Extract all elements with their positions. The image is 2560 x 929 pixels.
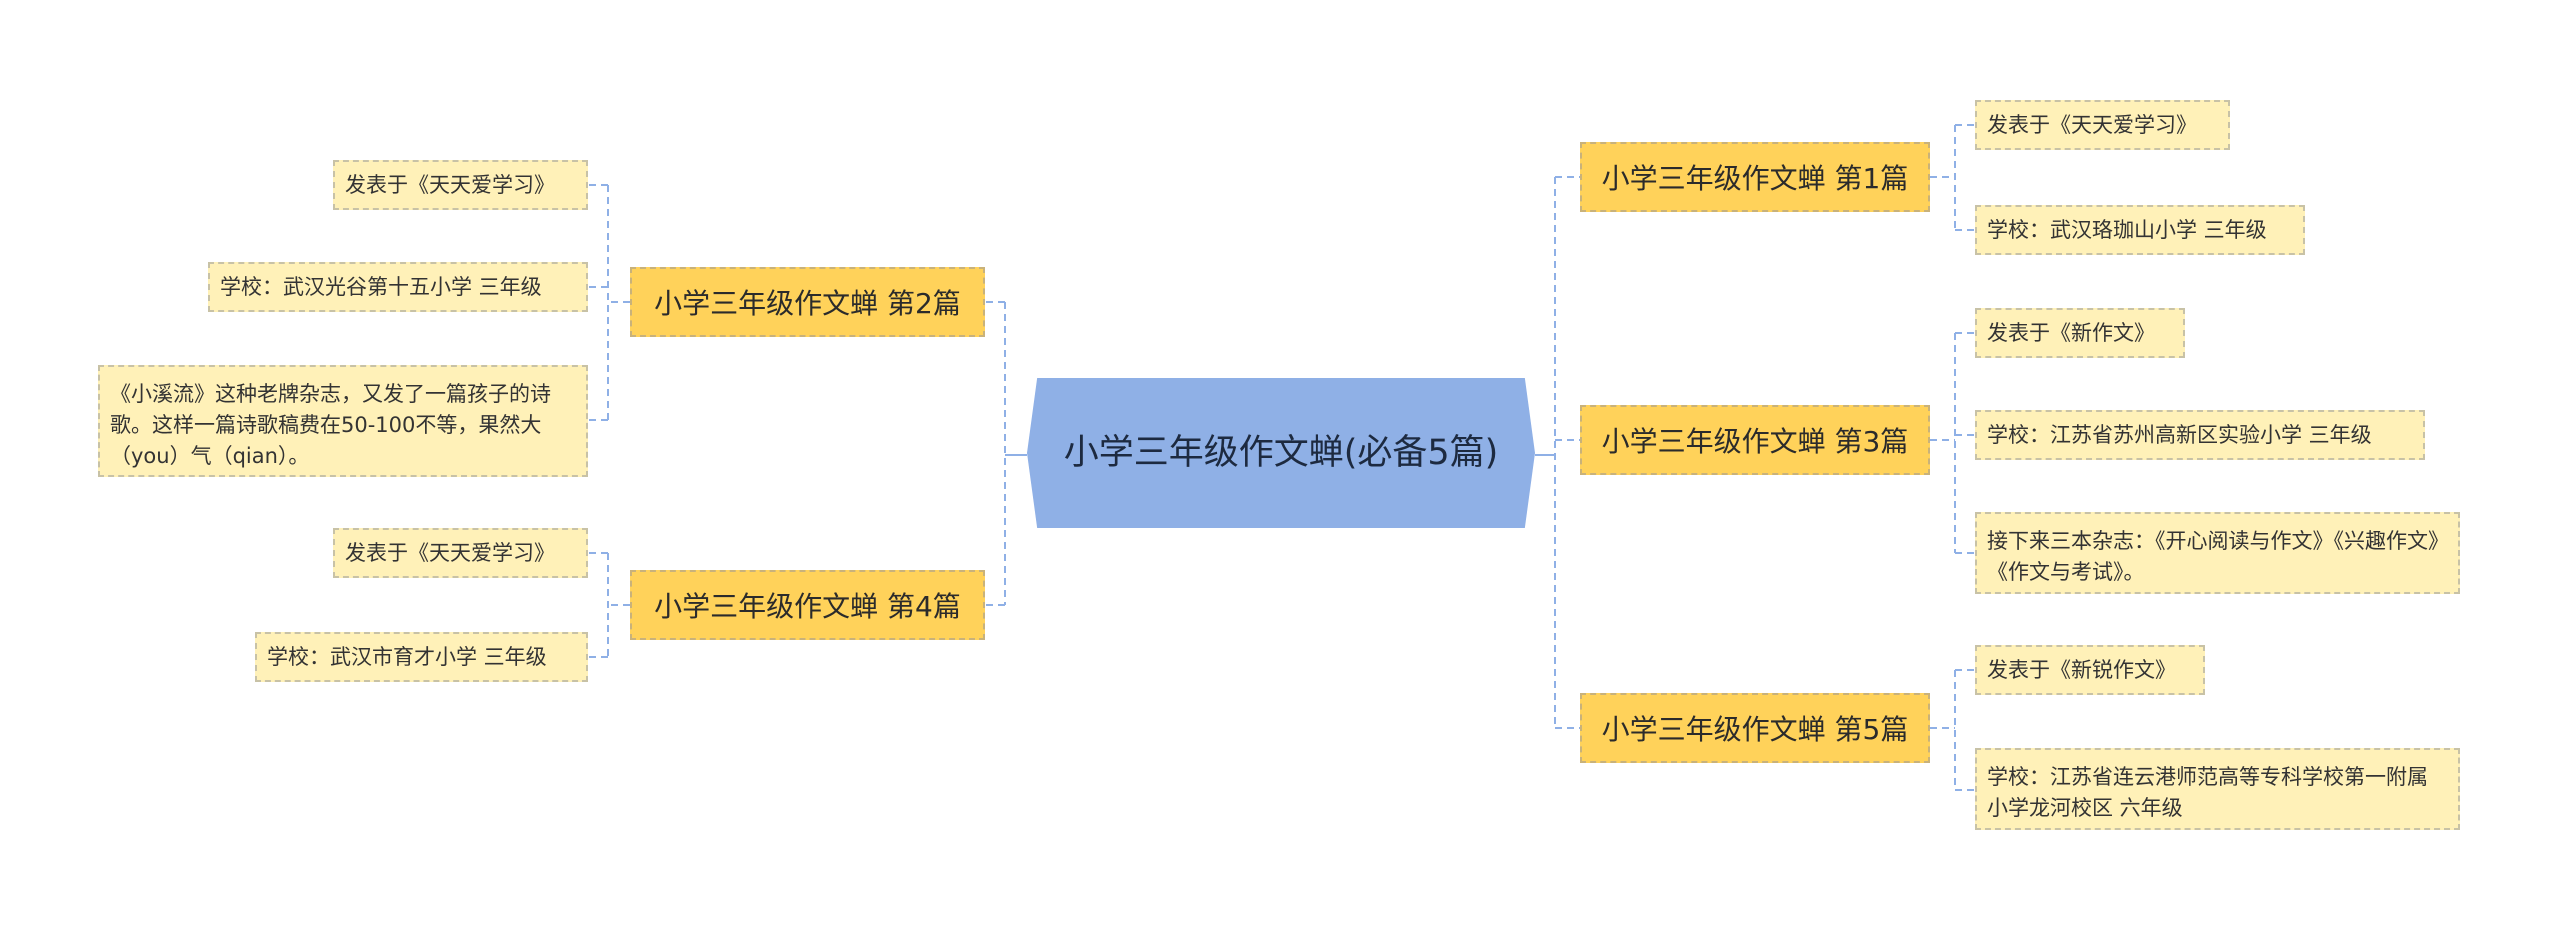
leaf-b4-1[interactable]: 发表于《天天爱学习》 xyxy=(333,528,588,578)
leaf-text: 学校：武汉市育才小学 三年级 xyxy=(267,644,547,669)
branch-topic-3[interactable]: 小学三年级作文蝉 第3篇 xyxy=(1580,405,1930,475)
branch-label: 小学三年级作文蝉 第4篇 xyxy=(654,590,961,623)
leaf-text: 发表于《天天爱学习》 xyxy=(345,540,555,565)
root-topic[interactable]: 小学三年级作文蝉(必备5篇) xyxy=(1027,378,1535,528)
connector-b1-leaves xyxy=(1930,124,1975,231)
branch-topic-1[interactable]: 小学三年级作文蝉 第1篇 xyxy=(1580,142,1930,212)
leaf-text: 学校：江苏省苏州高新区实验小学 三年级 xyxy=(1987,422,2372,447)
branch-label: 小学三年级作文蝉 第3篇 xyxy=(1601,425,1909,458)
branch-label: 小学三年级作文蝉 第5篇 xyxy=(1601,713,1909,746)
leaf-text: 发表于《天天爱学习》 xyxy=(345,172,555,197)
branch-label: 小学三年级作文蝉 第2篇 xyxy=(654,287,961,320)
leaf-b3-2[interactable]: 学校：江苏省苏州高新区实验小学 三年级 xyxy=(1975,410,2425,460)
branch-topic-2[interactable]: 小学三年级作文蝉 第2篇 xyxy=(630,267,985,337)
leaf-text: 学校：武汉光谷第十五小学 三年级 xyxy=(220,274,542,299)
leaf-text: 《小溪流》这种老牌杂志，又发了一篇孩子的诗歌。这样一篇诗歌稿费在50-100不等… xyxy=(110,382,551,468)
root-title: 小学三年级作文蝉(必备5篇) xyxy=(1063,433,1499,473)
leaf-b2-3[interactable]: 《小溪流》这种老牌杂志，又发了一篇孩子的诗歌。这样一篇诗歌稿费在50-100不等… xyxy=(98,365,588,477)
leaf-text: 发表于《天天爱学习》 xyxy=(1987,112,2197,137)
leaf-b1-1[interactable]: 发表于《天天爱学习》 xyxy=(1975,100,2230,150)
leaf-b2-2[interactable]: 学校：武汉光谷第十五小学 三年级 xyxy=(208,262,588,312)
connector-b2-leaves xyxy=(588,184,630,421)
connector-b5-leaves xyxy=(1930,669,1975,791)
branch-label: 小学三年级作文蝉 第1篇 xyxy=(1601,162,1909,195)
leaf-b1-2[interactable]: 学校：武汉珞珈山小学 三年级 xyxy=(1975,205,2305,255)
leaf-text: 接下来三本杂志：《开心阅读与作文》《兴趣作文》《作文与考试》。 xyxy=(1987,529,2439,584)
leaf-b3-1[interactable]: 发表于《新作文》 xyxy=(1975,308,2185,358)
leaf-b5-1[interactable]: 发表于《新锐作文》 xyxy=(1975,645,2205,695)
leaf-b4-2[interactable]: 学校：武汉市育才小学 三年级 xyxy=(255,632,588,682)
leaf-text: 发表于《新锐作文》 xyxy=(1987,657,2176,682)
branch-topic-4[interactable]: 小学三年级作文蝉 第4篇 xyxy=(630,570,985,640)
leaf-text: 发表于《新作文》 xyxy=(1987,320,2155,345)
connector-b3-leaves xyxy=(1930,332,1975,554)
leaf-text: 学校：江苏省连云港师范高等专科学校第一附属小学龙河校区 六年级 xyxy=(1987,765,2428,820)
leaf-b2-1[interactable]: 发表于《天天爱学习》 xyxy=(333,160,588,210)
leaf-b3-3[interactable]: 接下来三本杂志：《开心阅读与作文》《兴趣作文》《作文与考试》。 xyxy=(1975,512,2460,594)
leaf-b5-2[interactable]: 学校：江苏省连云港师范高等专科学校第一附属小学龙河校区 六年级 xyxy=(1975,748,2460,830)
connector-b4-leaves xyxy=(588,552,630,658)
branch-topic-5[interactable]: 小学三年级作文蝉 第5篇 xyxy=(1580,693,1930,763)
leaf-text: 学校：武汉珞珈山小学 三年级 xyxy=(1987,217,2267,242)
